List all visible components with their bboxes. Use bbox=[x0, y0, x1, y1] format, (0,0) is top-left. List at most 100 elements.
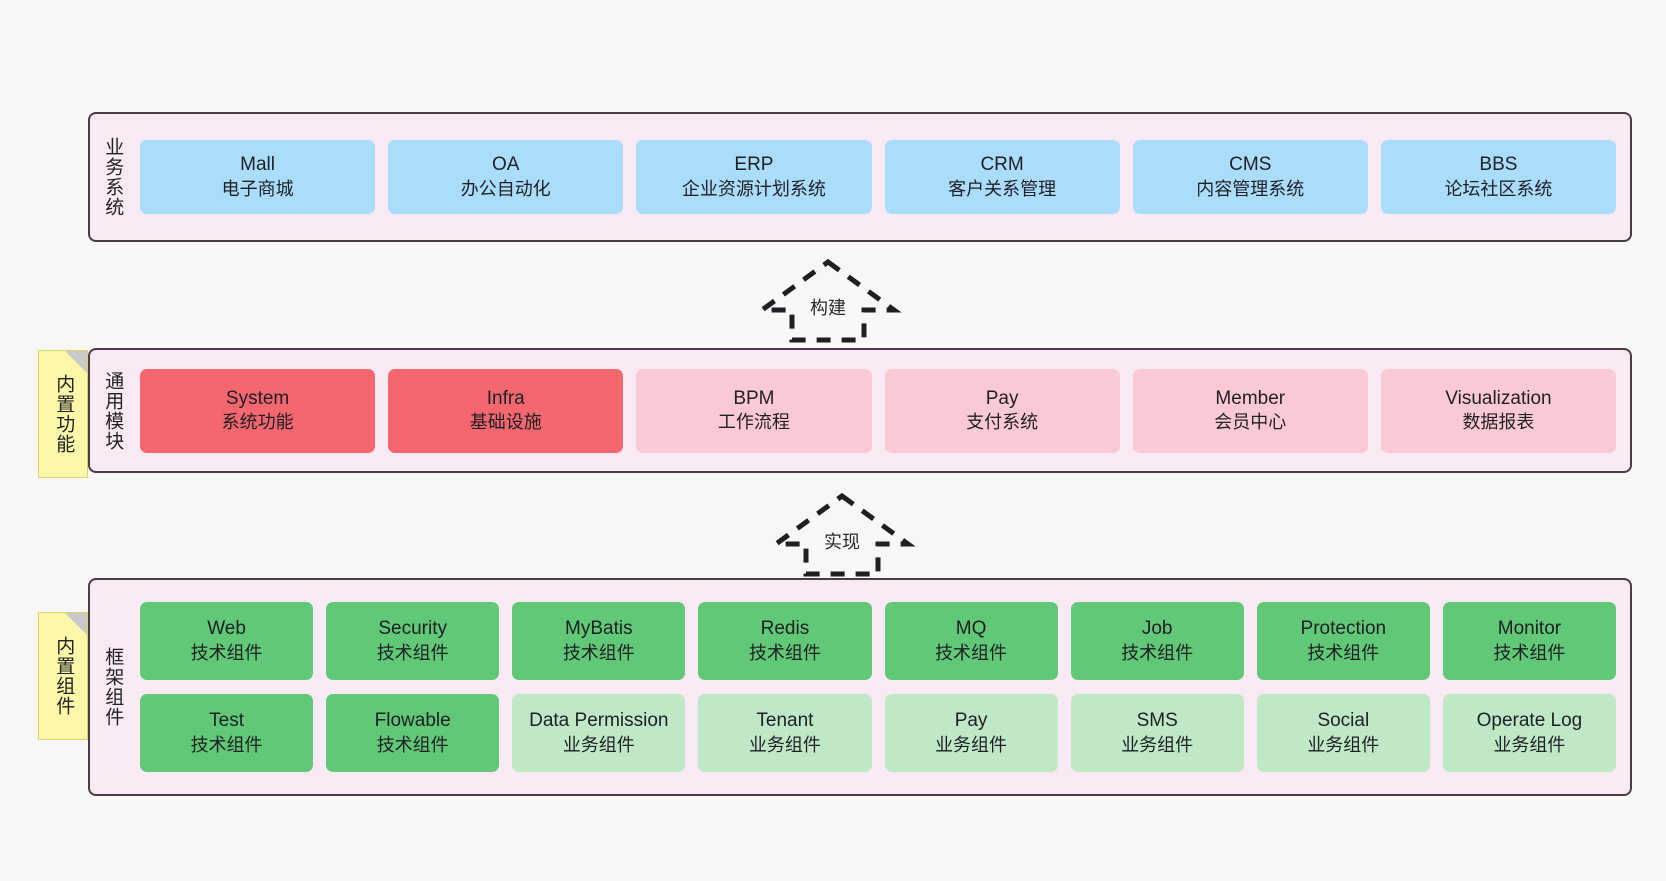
card-subtitle: 技术组件 bbox=[190, 734, 263, 755]
card-oa[interactable]: OA 办公自动化 bbox=[388, 140, 624, 214]
card-title: Operate Log bbox=[1476, 710, 1583, 732]
card-title: SMS bbox=[1136, 710, 1178, 732]
card-subtitle: 电子商城 bbox=[221, 178, 294, 199]
card-subtitle: 业务组件 bbox=[1121, 734, 1194, 755]
framework-row-technical: Web 技术组件 Security 技术组件 MyBatis 技术组件 Redi… bbox=[140, 602, 1616, 680]
arrow-implement: 实现 bbox=[768, 492, 916, 577]
card-title: BPM bbox=[733, 387, 775, 409]
layer-common-modules-label: 通用模块 bbox=[102, 370, 124, 451]
arrow-implement-label: 实现 bbox=[824, 532, 860, 552]
card-subtitle: 工作流程 bbox=[717, 412, 790, 433]
layer-business-systems-cards: Mall 电子商城 OA 办公自动化 ERP 企业资源计划系统 CRM 客户关系… bbox=[134, 114, 1630, 240]
card-infra[interactable]: Infra 基础设施 bbox=[388, 368, 624, 453]
card-title: Pay bbox=[954, 710, 988, 732]
card-sms[interactable]: SMS 业务组件 bbox=[1070, 694, 1244, 772]
card-title: Redis bbox=[760, 618, 810, 640]
card-title: BBS bbox=[1479, 154, 1518, 176]
layer-framework-components-cards: Web 技术组件 Security 技术组件 MyBatis 技术组件 Redi… bbox=[134, 580, 1630, 794]
card-subtitle: 支付系统 bbox=[966, 412, 1039, 433]
card-title: ERP bbox=[734, 154, 774, 176]
card-subtitle: 技术组件 bbox=[190, 642, 263, 663]
card-subtitle: 企业资源计划系统 bbox=[681, 178, 826, 199]
card-title: Pay bbox=[985, 387, 1019, 409]
card-subtitle: 技术组件 bbox=[1493, 642, 1566, 663]
card-subtitle: 业务组件 bbox=[562, 734, 635, 755]
framework-row-business: Test 技术组件 Flowable 技术组件 Data Permission … bbox=[140, 694, 1616, 772]
card-subtitle: 论坛社区系统 bbox=[1444, 178, 1553, 199]
arrow-build-shape bbox=[754, 258, 902, 343]
card-title: Data Permission bbox=[529, 710, 669, 732]
layer-common-modules-cards: System 系统功能 Infra 基础设施 BPM 工作流程 Pay 支付系统… bbox=[134, 350, 1630, 471]
card-title: CRM bbox=[980, 154, 1024, 176]
note-builtin-features: 内置功能 bbox=[38, 350, 88, 478]
card-subtitle: 业务组件 bbox=[748, 734, 821, 755]
card-mq[interactable]: MQ 技术组件 bbox=[884, 602, 1058, 680]
note-fold-corner-icon bbox=[65, 351, 87, 373]
card-title: Monitor bbox=[1497, 618, 1562, 640]
card-title: Visualization bbox=[1445, 387, 1552, 409]
card-test[interactable]: Test 技术组件 bbox=[140, 694, 314, 772]
card-monitor[interactable]: Monitor 技术组件 bbox=[1442, 602, 1616, 680]
card-subtitle: 技术组件 bbox=[376, 642, 449, 663]
card-member[interactable]: Member 会员中心 bbox=[1132, 368, 1368, 453]
arrow-build-label: 构建 bbox=[810, 298, 846, 318]
card-system[interactable]: System 系统功能 bbox=[140, 368, 376, 453]
card-title: CMS bbox=[1229, 154, 1272, 176]
layer-framework-components-label: 框架组件 bbox=[102, 647, 124, 727]
note-fold-corner-icon bbox=[65, 613, 87, 635]
card-title: Security bbox=[378, 618, 447, 640]
card-subtitle: 技术组件 bbox=[562, 642, 635, 663]
card-bbs[interactable]: BBS 论坛社区系统 bbox=[1380, 140, 1617, 214]
card-job[interactable]: Job 技术组件 bbox=[1070, 602, 1244, 680]
card-title: Job bbox=[1141, 618, 1173, 640]
card-web[interactable]: Web 技术组件 bbox=[140, 602, 314, 680]
card-erp[interactable]: ERP 企业资源计划系统 bbox=[636, 140, 872, 214]
card-crm[interactable]: CRM 客户关系管理 bbox=[884, 140, 1120, 214]
card-title: Social bbox=[1317, 710, 1370, 732]
card-title: Web bbox=[207, 618, 246, 640]
note-label: 内置组件 bbox=[53, 636, 75, 716]
card-data-permission[interactable]: Data Permission 业务组件 bbox=[512, 694, 686, 772]
note-builtin-components: 内置组件 bbox=[38, 612, 88, 740]
card-subtitle: 内容管理系统 bbox=[1196, 178, 1305, 199]
card-subtitle: 办公自动化 bbox=[460, 178, 551, 199]
card-title: MQ bbox=[955, 618, 987, 640]
card-visualization[interactable]: Visualization 数据报表 bbox=[1380, 368, 1617, 453]
card-subtitle: 业务组件 bbox=[935, 734, 1008, 755]
arrow-build: 构建 bbox=[754, 258, 902, 343]
layer-business-systems: 业务系统 Mall 电子商城 OA 办公自动化 ERP 企业资源计划系统 CRM… bbox=[88, 112, 1632, 242]
layer-business-systems-label: 业务系统 bbox=[102, 137, 124, 217]
card-tenant[interactable]: Tenant 业务组件 bbox=[698, 694, 872, 772]
card-bpm[interactable]: BPM 工作流程 bbox=[636, 368, 872, 453]
card-subtitle: 业务组件 bbox=[1307, 734, 1380, 755]
card-subtitle: 基础设施 bbox=[469, 412, 542, 433]
card-flowable[interactable]: Flowable 技术组件 bbox=[326, 694, 500, 772]
card-protection[interactable]: Protection 技术组件 bbox=[1256, 602, 1430, 680]
card-subtitle: 技术组件 bbox=[376, 734, 449, 755]
card-mall[interactable]: Mall 电子商城 bbox=[140, 140, 376, 214]
card-title: Infra bbox=[486, 387, 525, 409]
card-pay-component[interactable]: Pay 业务组件 bbox=[884, 694, 1058, 772]
card-subtitle: 技术组件 bbox=[935, 642, 1008, 663]
card-title: MyBatis bbox=[565, 618, 633, 640]
card-cms[interactable]: CMS 内容管理系统 bbox=[1132, 140, 1368, 214]
card-subtitle: 技术组件 bbox=[1121, 642, 1194, 663]
card-title: Test bbox=[209, 710, 244, 732]
card-subtitle: 会员中心 bbox=[1214, 412, 1287, 433]
card-subtitle: 数据报表 bbox=[1462, 412, 1535, 433]
card-title: System bbox=[225, 387, 290, 409]
card-title: Member bbox=[1215, 387, 1286, 409]
card-operate-log[interactable]: Operate Log 业务组件 bbox=[1442, 694, 1616, 772]
card-redis[interactable]: Redis 技术组件 bbox=[698, 602, 872, 680]
card-title: OA bbox=[492, 154, 520, 176]
arrow-implement-shape bbox=[768, 492, 916, 577]
card-security[interactable]: Security 技术组件 bbox=[326, 602, 500, 680]
card-title: Flowable bbox=[374, 710, 451, 732]
card-pay[interactable]: Pay 支付系统 bbox=[884, 368, 1120, 453]
card-social[interactable]: Social 业务组件 bbox=[1256, 694, 1430, 772]
card-mybatis[interactable]: MyBatis 技术组件 bbox=[512, 602, 686, 680]
layer-framework-components: 框架组件 Web 技术组件 Security 技术组件 MyBatis 技术组件… bbox=[88, 578, 1632, 796]
card-subtitle: 技术组件 bbox=[748, 642, 821, 663]
card-subtitle: 业务组件 bbox=[1493, 734, 1566, 755]
